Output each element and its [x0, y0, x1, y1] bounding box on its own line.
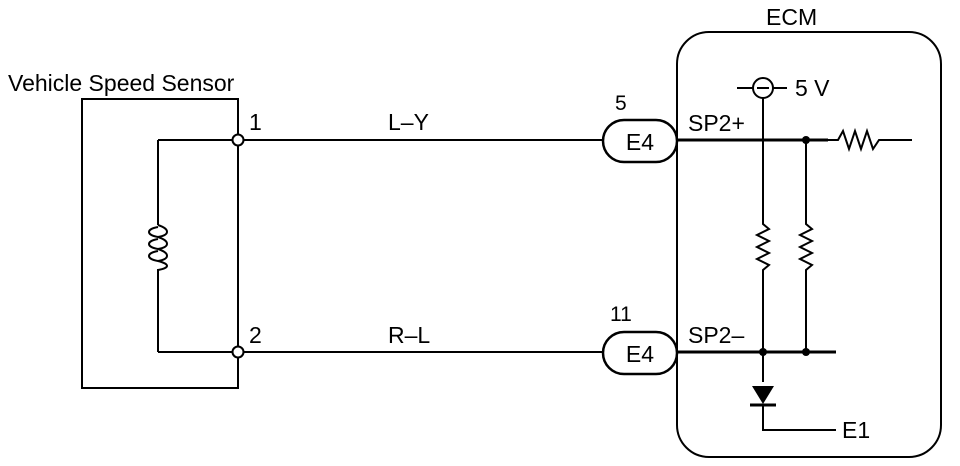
junction-dot	[802, 348, 810, 356]
supply-voltage-label: 5 V	[795, 75, 830, 101]
sensor-pin1-label: 1	[249, 109, 262, 135]
sensor-pin2-terminal	[231, 345, 245, 359]
ground-label: E1	[842, 417, 870, 443]
junction-dot	[802, 136, 810, 144]
ground-line	[762, 405, 836, 431]
connector-bottom: E4	[601, 330, 679, 376]
connector-bottom-label: E4	[626, 341, 654, 367]
sensor-pin1-terminal	[231, 133, 245, 147]
ecm-box	[676, 31, 942, 458]
wire-bottom-color: R–L	[388, 322, 430, 348]
wire-top-color: L–Y	[388, 109, 429, 135]
diode-icon	[750, 386, 776, 407]
ecm-title: ECM	[766, 4, 817, 30]
junction-dot	[759, 348, 767, 356]
connector-bottom-pin: 11	[610, 303, 632, 326]
coil-icon	[148, 224, 168, 271]
connector-top: E4	[601, 118, 679, 164]
sensor-pin2-label: 2	[249, 322, 262, 348]
sensor-title: Vehicle Speed Sensor	[8, 70, 235, 96]
connector-top-label: E4	[626, 129, 654, 155]
pullup-resistor-icon	[754, 98, 772, 382]
bridge-resistor-icon	[797, 140, 815, 352]
sp2-minus-label: SP2–	[688, 322, 744, 348]
sp2-plus-label: SP2+	[688, 110, 745, 136]
sp2-plus-resistor-icon	[828, 127, 912, 153]
supply-source-icon	[737, 77, 787, 99]
connector-top-pin: 5	[615, 92, 627, 115]
